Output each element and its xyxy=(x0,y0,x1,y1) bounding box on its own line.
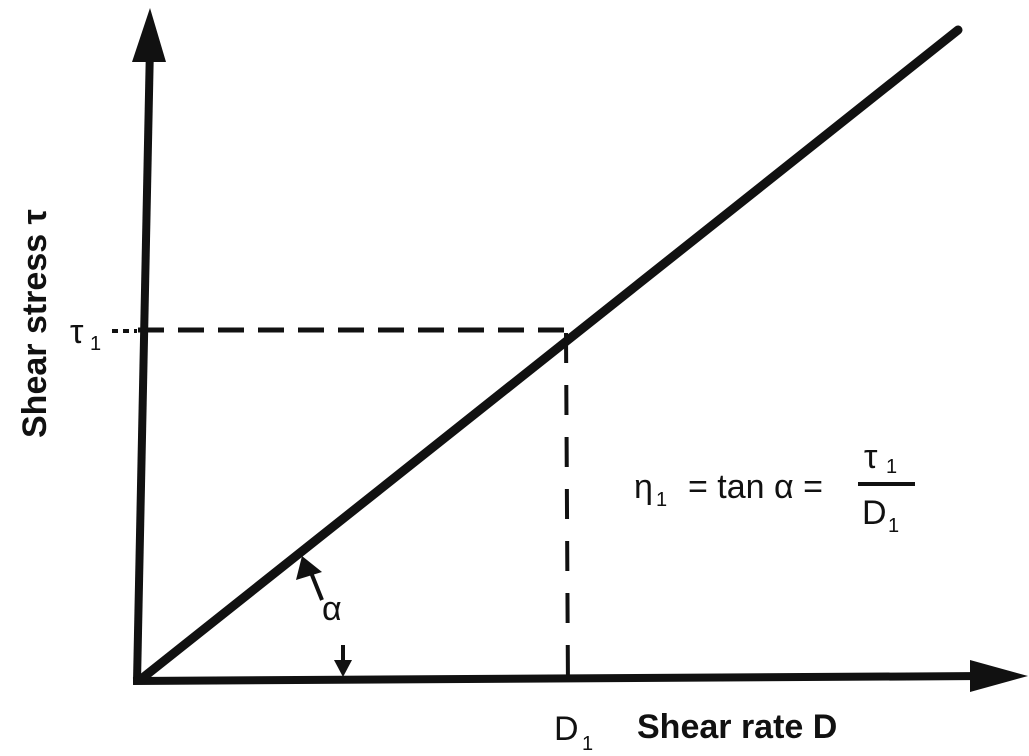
x-axis-title: Shear rate D xyxy=(637,708,837,746)
formula-lhs-symbol: η xyxy=(634,468,653,506)
x-axis-arrowhead xyxy=(970,660,1028,692)
formula-denominator-subscript: 1 xyxy=(888,515,899,537)
y-axis xyxy=(133,44,154,683)
viscosity-formula: η 1 = tan α = τ 1 D 1 xyxy=(634,438,915,537)
formula-denominator-symbol: D xyxy=(862,494,887,532)
angle-label: α xyxy=(322,590,342,628)
formula-middle: = tan α = xyxy=(688,468,823,506)
x-marker-subscript: 1 xyxy=(582,733,593,755)
angle-arrowhead-up xyxy=(296,556,322,580)
y-marker-subscript: 1 xyxy=(90,333,101,355)
y-axis-title: Shear stress τ xyxy=(16,209,54,438)
formula-numerator-symbol: τ xyxy=(864,438,878,476)
formula-lhs-subscript: 1 xyxy=(656,489,667,511)
x-axis xyxy=(132,672,986,685)
y-marker-symbol: τ xyxy=(70,313,84,351)
x-marker-symbol: D xyxy=(554,710,579,748)
angle-arrowhead-down xyxy=(334,660,352,677)
flow-curve-line xyxy=(135,25,963,685)
formula-numerator-subscript: 1 xyxy=(886,456,897,478)
vertical-dashed-guide xyxy=(564,332,570,691)
y-axis-arrowhead xyxy=(132,8,166,62)
